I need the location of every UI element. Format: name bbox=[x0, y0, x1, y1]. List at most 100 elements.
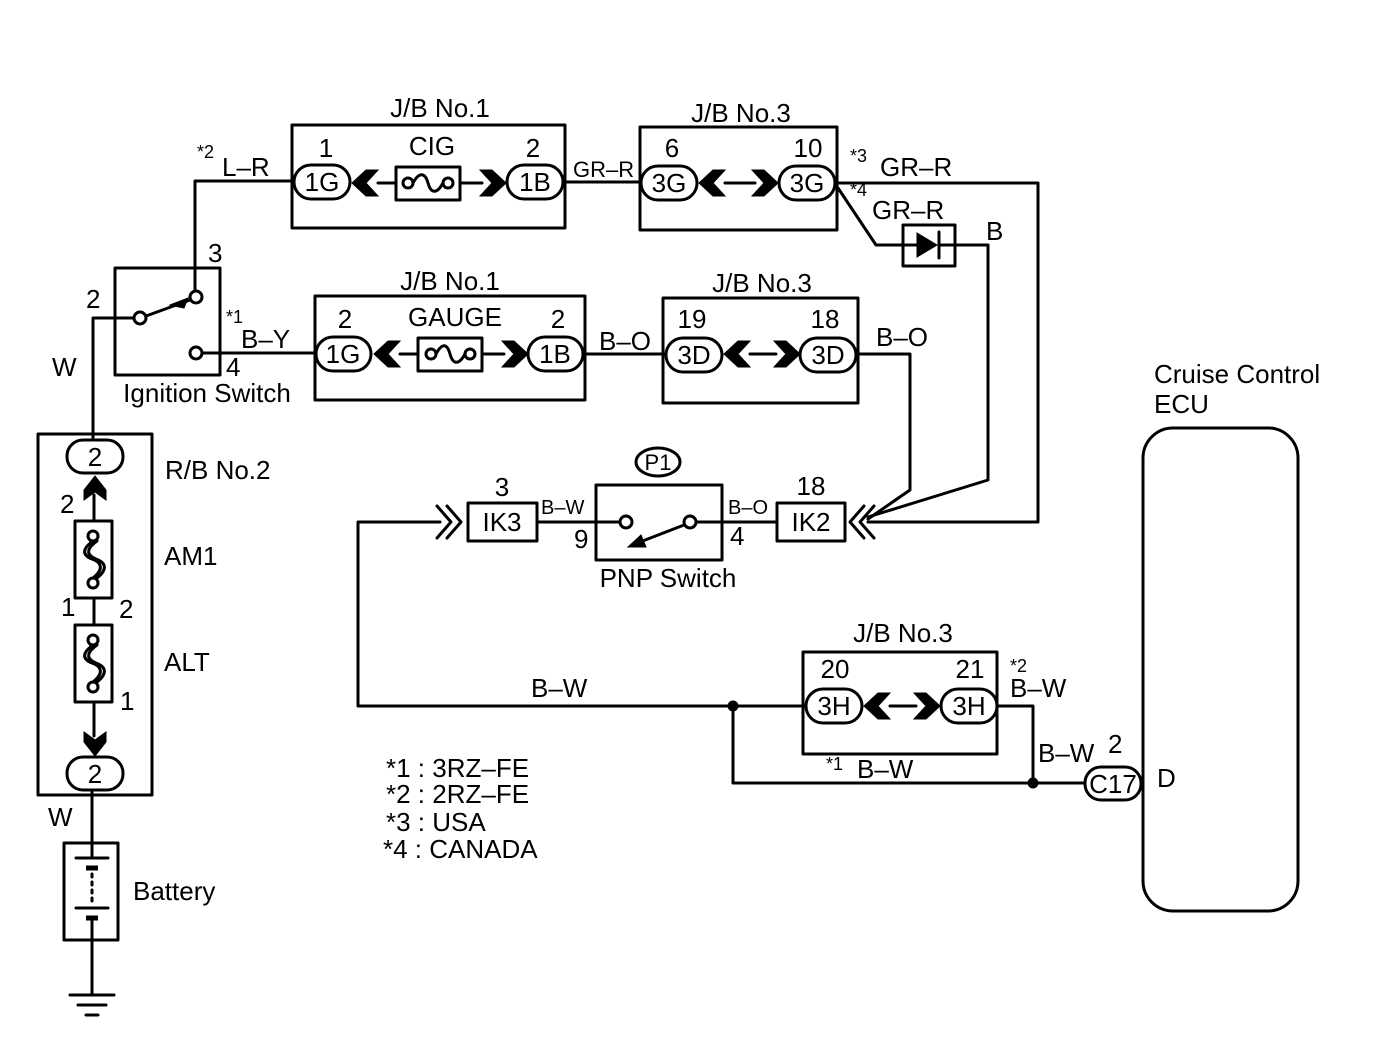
ignition-switch-box bbox=[113, 266, 222, 377]
fuse-terminal bbox=[86, 680, 100, 694]
rb2-connector-top bbox=[65, 438, 125, 475]
wire-b bbox=[866, 243, 990, 519]
wire-gr-r-canada-label: GR–R bbox=[872, 195, 944, 225]
jb3-3h-title: J/B No.3 bbox=[853, 618, 953, 648]
pnp-pin-4: 4 bbox=[730, 521, 744, 551]
fuse-link-icon bbox=[83, 539, 102, 580]
jb3-3d-connector-left bbox=[664, 336, 724, 374]
switch-contact bbox=[618, 514, 634, 530]
switch-lever bbox=[638, 523, 686, 544]
c17-connector bbox=[1083, 765, 1143, 802]
wire-b-y-label: B–Y bbox=[241, 324, 290, 354]
pnp-connector-label: P1 bbox=[645, 450, 672, 475]
jb1-gauge-connector-left-label: 1G bbox=[326, 339, 361, 369]
ik3-pin: 3 bbox=[495, 472, 509, 502]
wire-b-w-c17-label: B–W bbox=[1038, 738, 1095, 768]
connector-arrow-icon bbox=[83, 475, 107, 501]
battery: Battery bbox=[62, 841, 215, 942]
jb1-cig-pin-left: 1 bbox=[319, 133, 333, 163]
wire-l-r bbox=[193, 179, 296, 293]
fuse-link-icon bbox=[87, 539, 106, 580]
connector-ik3: 3 IK3 bbox=[435, 472, 539, 543]
jb3-3d-pin-left: 19 bbox=[678, 304, 707, 334]
jb3-3g-pin-left: 6 bbox=[665, 133, 679, 163]
ecu-label-line1: Cruise Control bbox=[1154, 359, 1320, 389]
jb1-gauge-connector-left bbox=[314, 335, 373, 373]
jb3-3g-block: J/B No.3 6 10 3G 3G bbox=[638, 98, 839, 232]
ecu-box bbox=[1141, 426, 1300, 913]
jb1-cig-connector-left-label: 1G bbox=[305, 167, 340, 197]
ecu-label-line2: ECU bbox=[1154, 389, 1209, 419]
cruise-control-ecu: Cruise Control ECU D bbox=[1141, 359, 1320, 913]
ground-icon bbox=[68, 938, 116, 1017]
ik2-pin: 18 bbox=[797, 471, 826, 501]
pnp-connector-badge bbox=[634, 446, 682, 478]
connector-arrow-icon bbox=[373, 340, 402, 368]
ecu-terminal-d: D bbox=[1157, 763, 1176, 793]
jb1-gauge-box bbox=[313, 294, 587, 402]
jb3-3d-connector-right-label: 3D bbox=[811, 340, 844, 370]
jb3-3h-connector-left-label: 3H bbox=[817, 691, 850, 721]
footnote-4: *4 : CANADA bbox=[383, 834, 538, 864]
jb3-3h-pin-right: 21 bbox=[956, 654, 985, 684]
jb3-3d-connector-left-label: 3D bbox=[677, 340, 710, 370]
jb3-3d-pin-right: 18 bbox=[811, 304, 840, 334]
wire-l-r-label: L–R bbox=[222, 152, 270, 182]
jb3-3d-block: J/B No.3 19 18 3D 3D bbox=[661, 268, 860, 405]
ignition-switch-pin-3: 3 bbox=[208, 238, 222, 268]
jb1-gauge-pin-right: 2 bbox=[551, 304, 565, 334]
jb1-gauge-pin-left: 2 bbox=[338, 304, 352, 334]
battery-label: Battery bbox=[133, 876, 215, 906]
jb3-3g-title: J/B No.3 bbox=[691, 98, 791, 128]
connector-arrow-icon bbox=[723, 340, 752, 368]
c17-pin: 2 bbox=[1108, 729, 1122, 759]
pnp-pin-9: 9 bbox=[574, 524, 588, 554]
footnotes: *1 : 3RZ–FE *2 : 2RZ–FE *3 : USA *4 : CA… bbox=[383, 753, 538, 864]
pnp-switch: P1 9 4 PNP Switch bbox=[574, 446, 744, 593]
rb2-alt-pin: 1 bbox=[120, 686, 134, 716]
ik2-label: IK2 bbox=[791, 507, 830, 537]
footnote-1: *1 : 3RZ–FE bbox=[386, 753, 529, 783]
rb2-alt-label: ALT bbox=[164, 647, 210, 677]
fuse-link-icon bbox=[83, 643, 102, 684]
rb2-connector-bottom-label: 2 bbox=[88, 759, 102, 789]
wire-b-o-right-label: B–O bbox=[876, 322, 928, 352]
connector-arrow-icon bbox=[351, 169, 380, 197]
wire-b-w-bypass bbox=[731, 704, 1088, 785]
wire-b-w-bypass-label: B–W bbox=[857, 754, 914, 784]
switch-contact bbox=[188, 345, 204, 361]
jb3-3g-pin-right: 10 bbox=[794, 133, 823, 163]
fuse-link-icon bbox=[87, 643, 106, 684]
wire-w-upper-label: W bbox=[52, 352, 77, 382]
rb2-am1-pin-left: 1 bbox=[61, 592, 75, 622]
rb2-pin-top: 2 bbox=[60, 489, 74, 519]
jb3-3d-box bbox=[661, 296, 860, 405]
wire-b-w-main-label: B–W bbox=[531, 673, 588, 703]
wire-b-w-jb3h-mark: *2 bbox=[1010, 656, 1027, 676]
jb3-3g-box bbox=[638, 125, 839, 232]
wire-b-w-bypass-mark: *1 bbox=[826, 754, 843, 774]
wire-b-w-jb3h bbox=[995, 704, 1035, 785]
wire-gr-r-canada-mark: *4 bbox=[850, 180, 867, 200]
connector-arrow-icon bbox=[750, 169, 779, 197]
footnote-2: *2 : 2RZ–FE bbox=[386, 779, 529, 809]
connector-arrow-icon bbox=[863, 692, 892, 720]
switch-lever-tip bbox=[168, 297, 189, 309]
wire-b-o-pnp-label: B–O bbox=[728, 497, 768, 519]
ignition-switch: 3 2 4 Ignition Switch bbox=[86, 238, 291, 408]
jb1-cig-connector-right-label: 1B bbox=[519, 167, 551, 197]
wire-b-o-right bbox=[854, 352, 912, 521]
rb2-am1-label: AM1 bbox=[164, 541, 217, 571]
wire-gr-r-usa-mark: *3 bbox=[850, 146, 867, 166]
rb2-block: R/B No.2 2 2 AM1 1 2 ALT 1 2 bbox=[36, 432, 271, 797]
ik3-connector-arrow-icon bbox=[435, 504, 463, 540]
wire-b-o-label: B–O bbox=[599, 326, 651, 356]
ignition-switch-pin-4: 4 bbox=[226, 352, 240, 382]
fuse-link-icon bbox=[411, 173, 445, 193]
switch-contact bbox=[188, 289, 204, 305]
junction-dot bbox=[1027, 777, 1039, 789]
jb1-cig-block: J/B No.1 1 CIG 2 1G 1B bbox=[290, 93, 567, 230]
jb3-3g-connector-left-label: 3G bbox=[652, 168, 687, 198]
connector-arrow-icon bbox=[772, 340, 801, 368]
wire-gr-r-canada bbox=[836, 186, 905, 247]
